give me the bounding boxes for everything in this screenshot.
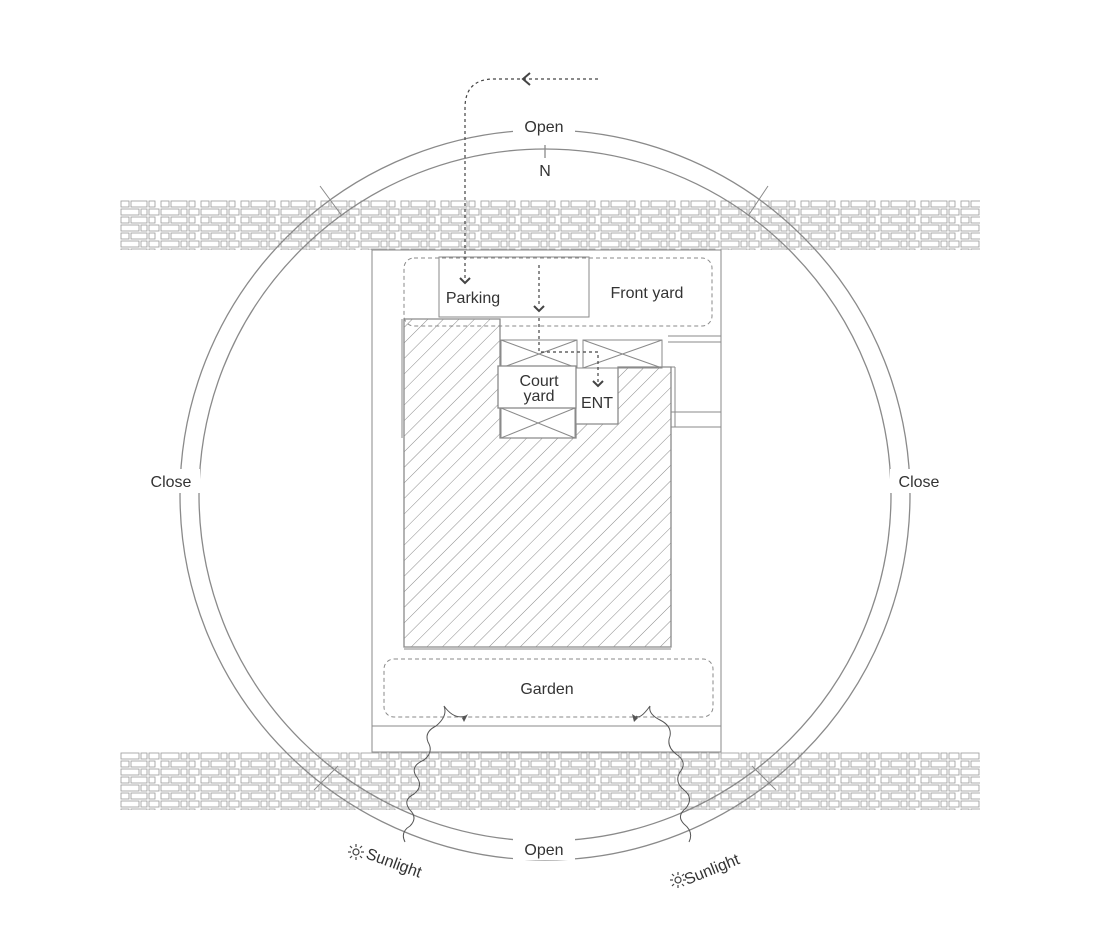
orientation-top-label: Open (524, 119, 563, 136)
front-yard-label: Front yard (611, 285, 684, 302)
court-yard-zone (497, 365, 577, 409)
tick-ne (747, 185, 769, 217)
sunlight-ray-right (635, 705, 692, 843)
garden-zone (383, 658, 714, 718)
path-arrow-head-top (521, 72, 531, 86)
path-arrow-head-mid (533, 305, 545, 313)
parking-zone (438, 256, 590, 318)
sunlight-label-left: Sunlight (364, 846, 425, 882)
orientation-right-label: Close (899, 474, 940, 491)
void-box-2 (582, 339, 663, 369)
sunlight-ray-left (402, 705, 467, 843)
tick-nw (319, 185, 343, 217)
sun-icon (670, 872, 686, 888)
north-label: N (539, 163, 551, 180)
sunlight-label-right: Sunlight (682, 851, 742, 889)
south-road (120, 752, 980, 810)
front-yard-zone (403, 257, 713, 327)
orientation-left-label: Close (151, 474, 192, 491)
court-yard-label-line2: yard (523, 388, 554, 405)
orientation-bottom-label: Open (524, 842, 563, 859)
tick-sw (313, 765, 339, 791)
sunlight-arrow-right (632, 714, 638, 722)
entrance-zone (575, 367, 619, 425)
planting-strip (371, 725, 722, 753)
path-arrow-head-parking (459, 277, 471, 285)
path-arrow-head-ent (592, 380, 604, 388)
sunlight-arrow-left (462, 714, 468, 722)
court-yard-label-line1: Court (519, 373, 559, 390)
north-road (120, 200, 980, 250)
entrance-path (538, 318, 599, 382)
void-box-3 (500, 407, 576, 439)
parking-label: Parking (446, 290, 500, 307)
sun-icon (348, 844, 364, 860)
garden-label: Garden (520, 681, 573, 698)
entrance-label: ENT (581, 395, 613, 412)
vehicle-path (464, 78, 598, 280)
tick-se (751, 765, 777, 791)
